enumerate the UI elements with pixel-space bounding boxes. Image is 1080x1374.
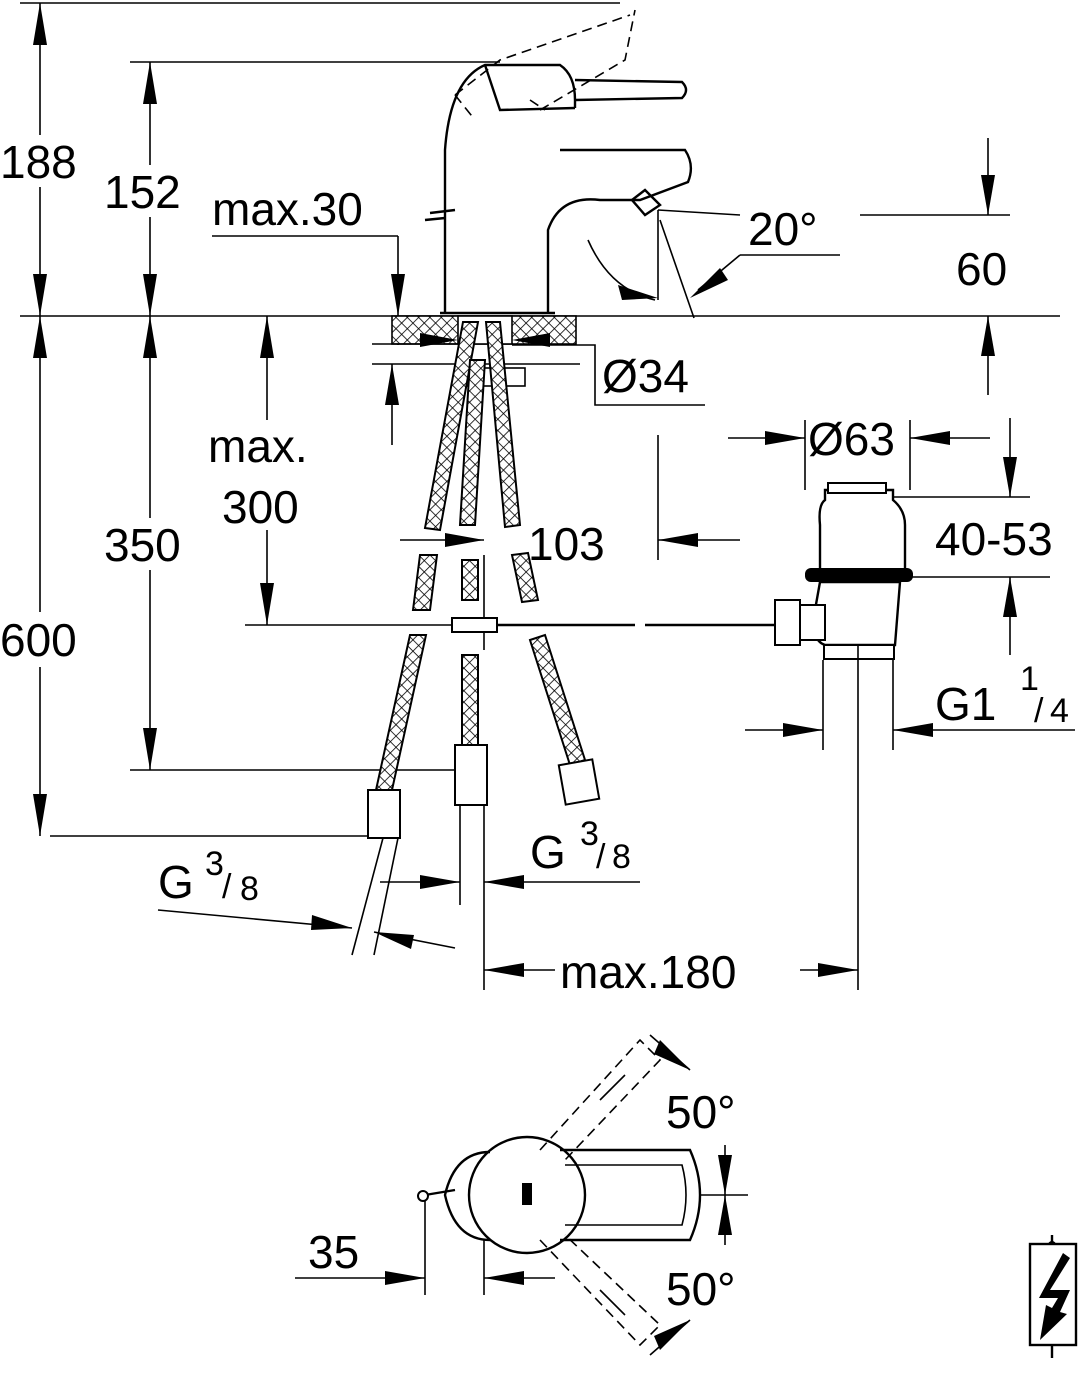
label-40-53: 40-53 [935,513,1053,565]
label-300: 300 [222,481,299,533]
high-voltage-icon [1028,1235,1078,1358]
dimension-g3-8-left: G 3 / 8 [157,845,456,949]
label-35: 35 [308,1226,359,1278]
dimension-35: 35 [295,1200,555,1295]
fraction-slash: / [596,838,606,876]
dimension-188: 188 [0,3,92,316]
label-g1: G1 [935,678,996,730]
label-g-right-den: 8 [612,838,631,876]
label-152: 152 [104,166,181,218]
label-g1-den: 4 [1050,692,1069,730]
dimension-103: 103 [400,435,740,570]
dimension-152: 152 [104,62,196,316]
label-20deg: 20° [748,203,818,255]
dimension-350: 350 [104,316,196,770]
label-max30: max.30 [212,183,363,235]
label-350: 350 [104,519,181,571]
dimension-diameter-63: Ø63 [728,413,990,490]
label-50deg-top: 50° [666,1086,736,1138]
label-g1-num: 1 [1020,660,1039,698]
label-103: 103 [528,518,605,570]
label-g-right-num: 3 [580,815,599,853]
label-g-left: G [158,856,194,908]
dimension-max180: max.180 [484,946,858,998]
label-g-right: G [530,826,566,878]
dimension-60: 60 [956,138,1007,395]
fraction-slash: / [1034,692,1044,730]
deck-section: Ø34 [372,315,705,445]
dimension-max30: max.30 [212,183,405,345]
dimension-g3-8-right: G 3 / 8 [380,815,640,889]
dimension-20deg: 20° [587,203,840,319]
popup-rod [451,617,780,633]
waste-fitting [774,482,913,990]
extension-lines [20,2,1060,837]
label-60: 60 [956,243,1007,295]
faucet-side-view [424,9,693,315]
dimension-40-53: 40-53 [893,418,1053,655]
label-g-left-den: 8 [240,870,259,908]
fraction-slash: / [222,868,232,906]
dimension-600: 600 [0,316,95,836]
label-max180: max.180 [560,946,736,998]
label-diameter-63: Ø63 [808,413,895,465]
label-600: 600 [0,614,77,666]
label-g-left-num: 3 [205,845,224,883]
label-50deg-bottom: 50° [666,1263,736,1315]
dimension-g1-1-4: G1 1 / 4 [745,660,1075,750]
faucet-top-view: 50° 50° [417,1034,748,1356]
label-188: 188 [0,136,77,188]
label-max: max. [208,420,308,472]
supply-hoses [351,321,601,990]
dimension-max300: max. 300 [208,316,308,625]
label-diameter-34: Ø34 [602,350,689,402]
